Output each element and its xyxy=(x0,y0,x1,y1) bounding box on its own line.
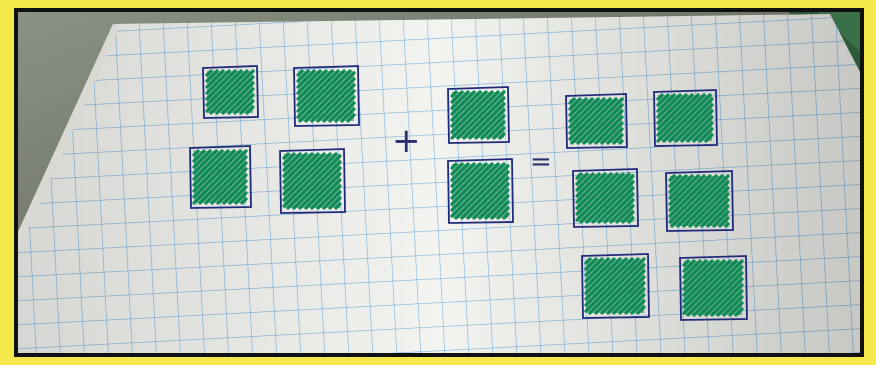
notebook-photo: + = xyxy=(18,12,860,353)
hatched-square xyxy=(573,169,638,227)
equals-sign: = xyxy=(530,147,552,177)
hatched-square xyxy=(582,254,649,318)
hatched-square xyxy=(680,256,747,320)
hatched-square xyxy=(448,159,513,223)
hatched-square xyxy=(448,87,509,143)
hatched-square xyxy=(280,149,345,213)
hatched-square xyxy=(190,146,251,208)
hatched-square xyxy=(566,94,627,148)
hatched-square xyxy=(666,171,733,231)
photo: + = xyxy=(14,8,864,357)
plus-sign: + xyxy=(392,121,421,161)
hatched-square xyxy=(654,90,717,146)
hatched-square xyxy=(203,66,258,118)
hatched-square xyxy=(294,66,359,126)
